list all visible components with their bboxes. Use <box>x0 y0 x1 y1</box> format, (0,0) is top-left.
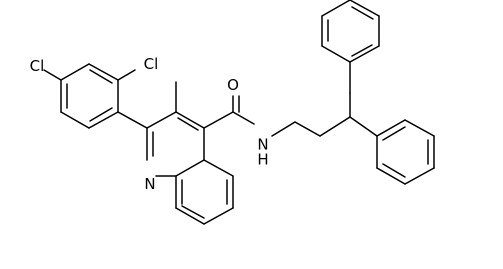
bond-inner <box>89 107 113 122</box>
upper-phenyl-ring <box>321 0 380 94</box>
bond <box>376 167 406 185</box>
quinoline-pyridine-ring <box>146 111 205 177</box>
bond-inner <box>351 6 374 20</box>
bond-inner <box>177 117 199 131</box>
bond <box>175 207 205 225</box>
bond <box>271 121 296 137</box>
bond <box>146 111 177 129</box>
bond <box>203 111 234 129</box>
bond <box>88 63 119 81</box>
bond <box>203 207 234 225</box>
quinoline-n-label: N <box>144 175 155 193</box>
dichlorophenyl-ring <box>60 63 119 129</box>
bond <box>175 159 205 177</box>
bond <box>88 111 119 129</box>
oxygen-label: O <box>227 76 239 94</box>
bond <box>349 45 380 63</box>
bond <box>60 111 90 129</box>
bond <box>404 119 435 137</box>
bond <box>294 121 321 137</box>
bond-cl1 <box>43 69 62 81</box>
bond-inner <box>351 44 373 57</box>
bond-inner <box>181 205 205 219</box>
quinoline-benzo-ring <box>175 159 234 225</box>
bond <box>321 0 351 17</box>
bond <box>404 167 435 185</box>
bond <box>319 116 351 137</box>
bond <box>349 0 380 17</box>
lower-phenyl-ring <box>376 119 435 185</box>
bond-inner <box>89 69 113 84</box>
bond <box>321 45 351 63</box>
cl2-label: Cl <box>144 55 159 73</box>
bond <box>203 159 234 177</box>
bond-inner <box>382 163 406 178</box>
cl1-label: Cl <box>30 57 45 75</box>
bond-inner <box>382 126 406 141</box>
bond-cl2 <box>117 69 136 81</box>
bond <box>60 63 90 81</box>
bond <box>117 111 148 129</box>
bond <box>232 111 255 125</box>
bond <box>349 116 378 137</box>
bond <box>376 119 406 137</box>
bond <box>175 111 205 129</box>
